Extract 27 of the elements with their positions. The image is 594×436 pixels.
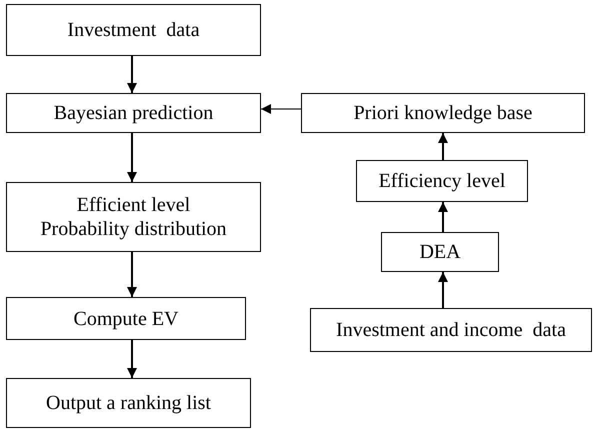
box-label: Efficient level <box>76 193 190 217</box>
process-box <box>6 378 251 428</box>
arrow <box>260 104 302 114</box>
process-box <box>6 182 261 252</box>
arrow <box>127 56 137 93</box>
box-label: Output a ranking list <box>46 391 211 415</box>
box-label: Priori knowledge base <box>354 101 532 125</box>
arrow <box>127 340 137 378</box>
box-label: DEA <box>419 240 461 264</box>
process-box <box>6 297 246 340</box>
arrow <box>127 252 137 297</box>
box-label: Efficiency level <box>378 169 506 193</box>
process-box <box>6 4 261 56</box>
arrow <box>127 133 137 182</box>
arrow <box>438 272 448 308</box>
arrow <box>438 133 448 160</box>
process-box <box>310 308 592 352</box>
process-box <box>381 232 499 272</box>
process-box <box>6 93 261 133</box>
process-box <box>301 93 585 133</box>
arrow <box>438 202 448 232</box>
box-label: Investment data <box>67 18 200 42</box>
box-label: Bayesian prediction <box>54 101 214 125</box>
box-label: Investment and income data <box>336 318 566 342</box>
box-label: Compute EV <box>74 306 178 330</box>
box-label: Probability distribution <box>40 217 227 241</box>
process-box <box>356 160 528 202</box>
